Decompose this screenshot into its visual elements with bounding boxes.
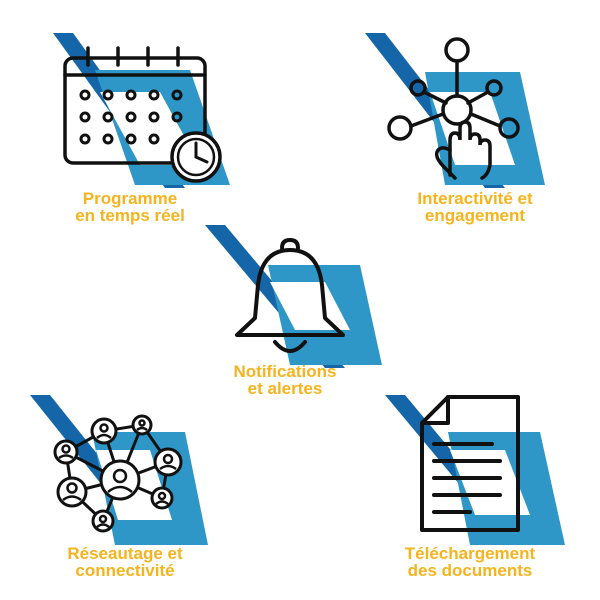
feature-label-line2: des documents <box>407 561 533 580</box>
feature-label-line2: et alertes <box>247 379 323 398</box>
feature-label-line2: engagement <box>424 206 526 225</box>
feature-label: Programme en temps réel <box>55 190 205 224</box>
feature-label-line2: en temps réel <box>75 206 185 225</box>
feature-label: Téléchargement des documents <box>380 545 560 579</box>
feature-label: Réseautage et connectivité <box>45 545 205 579</box>
feature-label-line2: connectivité <box>75 561 175 580</box>
feature-label-line1: Notifications <box>233 362 337 381</box>
feature-label-line1: Téléchargement <box>404 544 536 563</box>
feature-label: Interactivité et engagement <box>385 190 565 224</box>
feature-label-line1: Réseautage et <box>67 544 183 563</box>
feature-label: Notifications et alertes <box>205 363 365 397</box>
feature-label-line1: Programme <box>82 189 178 208</box>
feature-label-line1: Interactivité et <box>417 189 533 208</box>
